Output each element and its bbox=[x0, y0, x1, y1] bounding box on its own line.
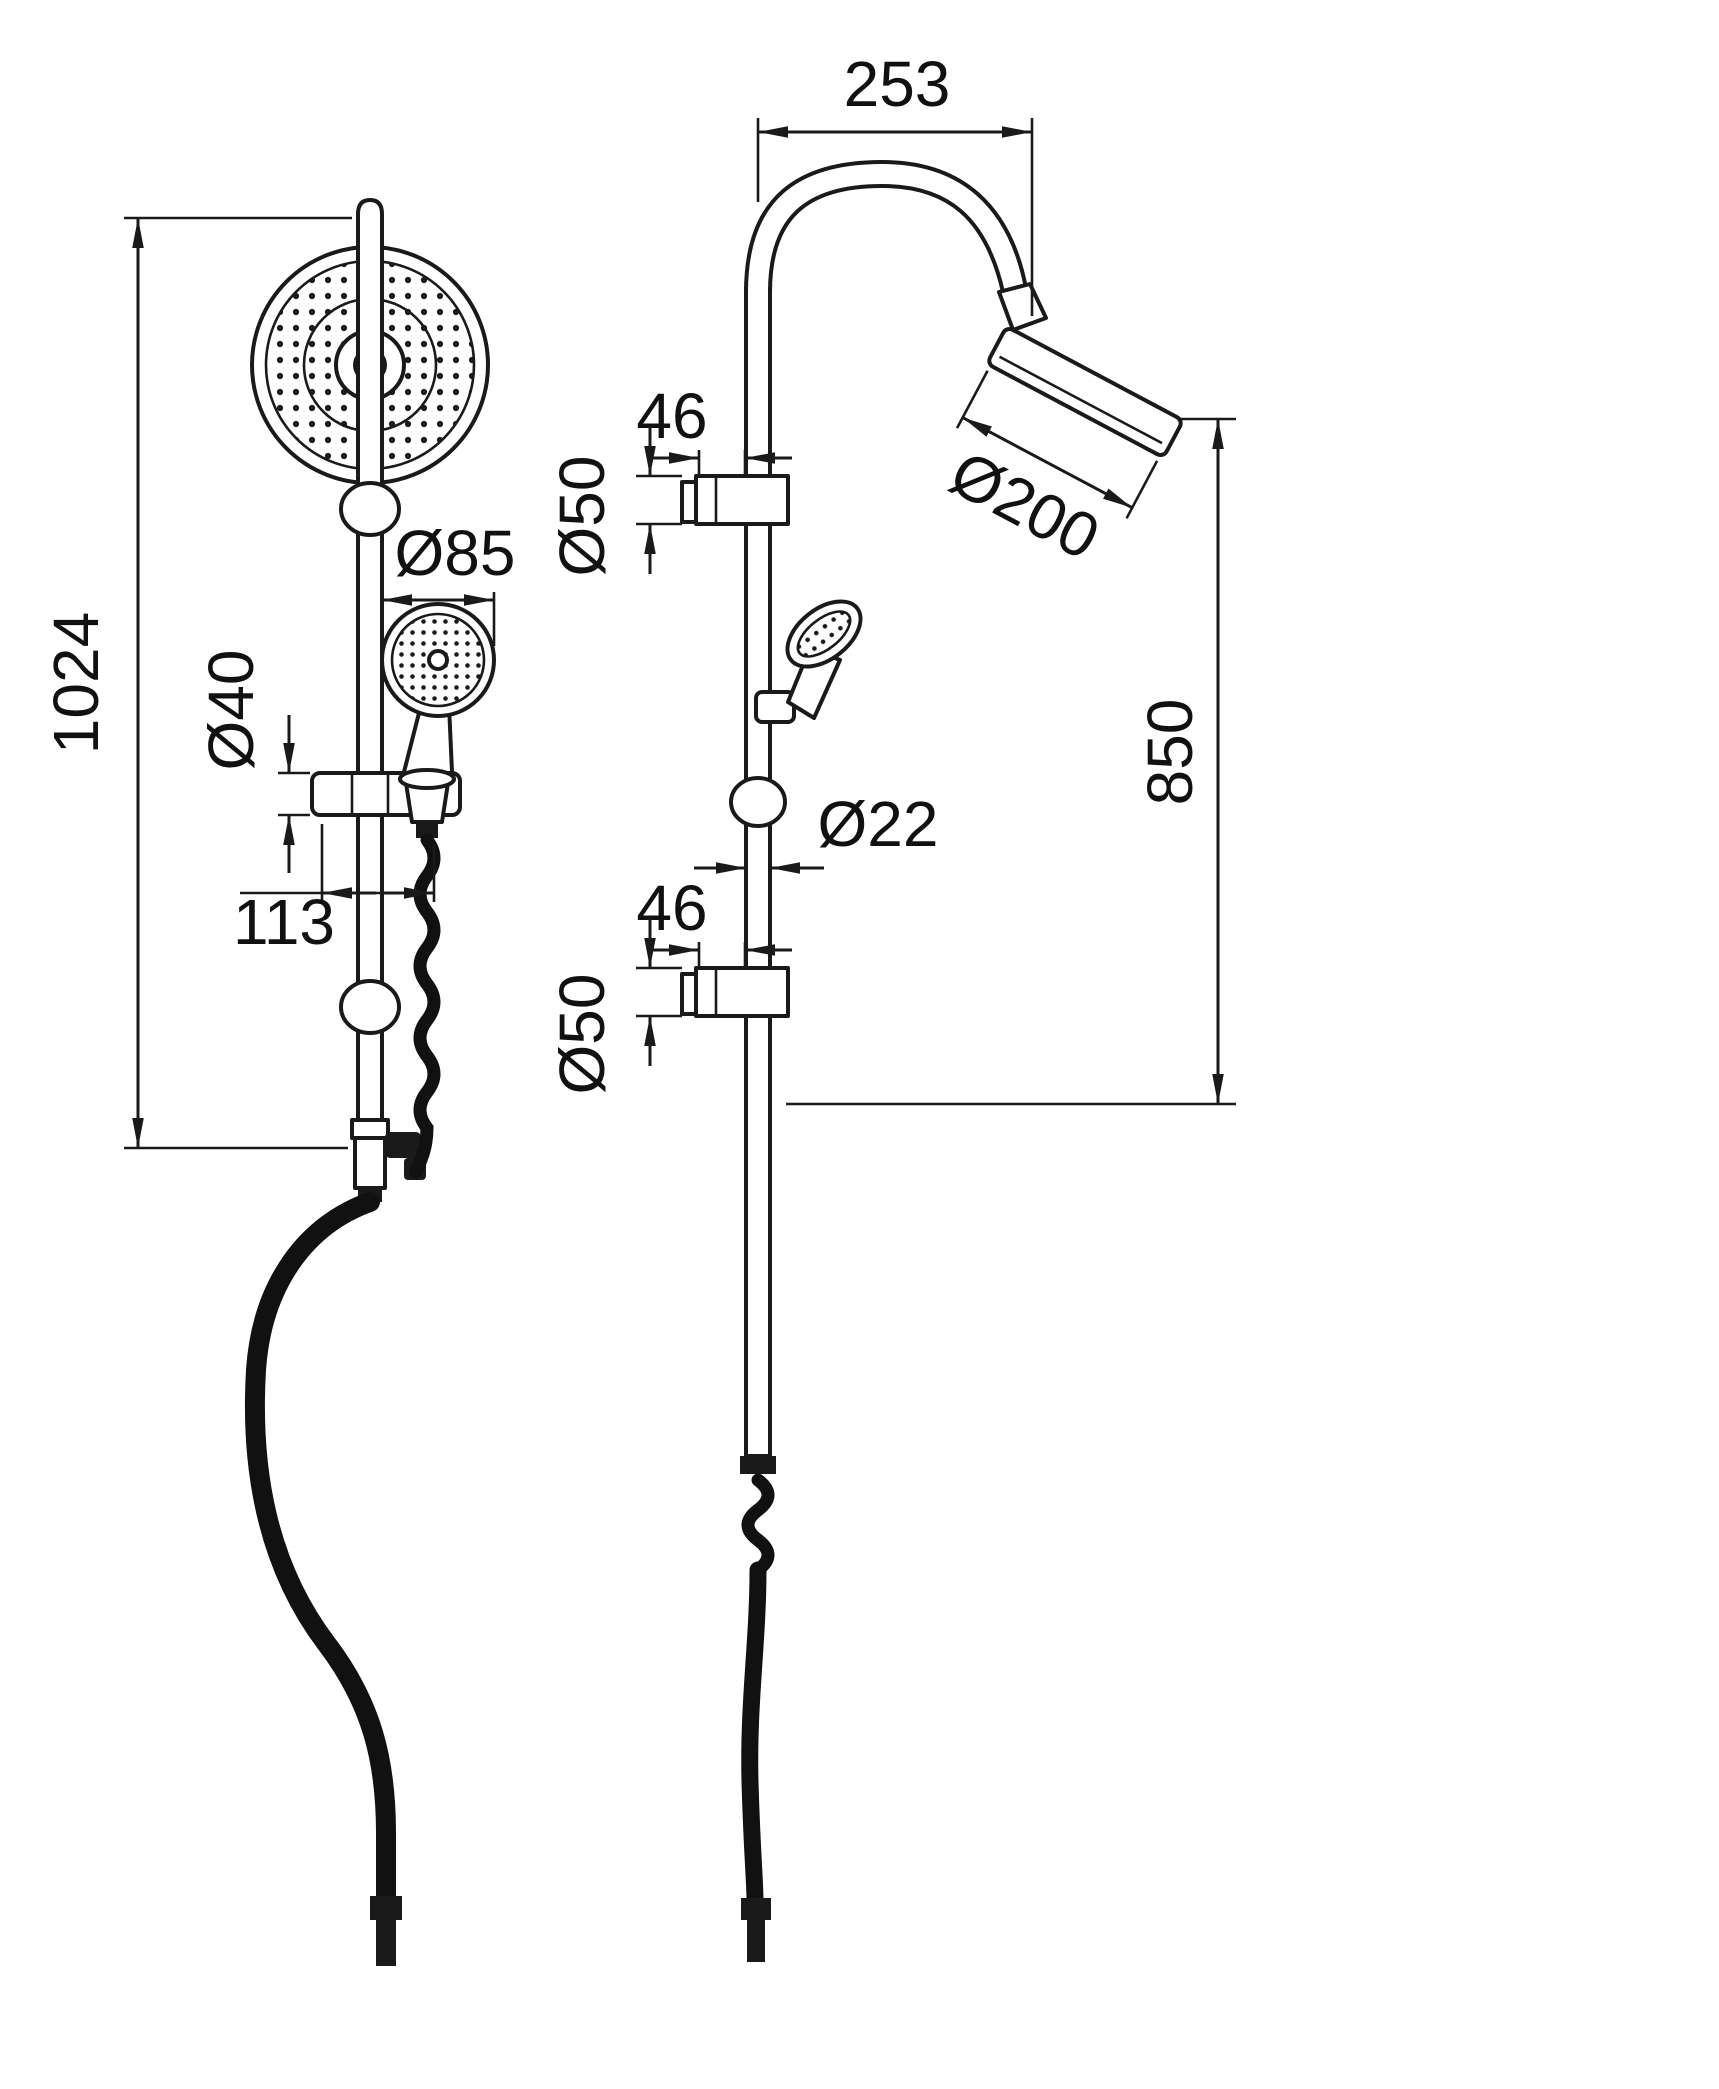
dim-upper-bracket-depth-label: 46 bbox=[636, 380, 707, 452]
dim-lower-bracket-diameter: Ø50 bbox=[546, 918, 682, 1094]
dim-overall-height-label: 1024 bbox=[40, 612, 112, 754]
dim-arm-projection-label: 253 bbox=[844, 48, 951, 120]
dim-hand-shower-diameter: Ø85 bbox=[380, 517, 516, 646]
dim-hand-shower-diameter-label: Ø85 bbox=[395, 517, 516, 589]
shower-arm-side bbox=[744, 159, 1048, 332]
dim-riser-height-label: 850 bbox=[1134, 699, 1206, 806]
dim-lower-bracket-depth: 46 bbox=[636, 872, 792, 966]
front-view: 1024 Ø85 Ø40 113 bbox=[40, 198, 516, 1966]
dim-head-diameter-label: Ø200 bbox=[939, 436, 1111, 573]
dim-overall-height: 1024 bbox=[40, 216, 352, 1150]
dim-holder-diameter-label: Ø40 bbox=[195, 650, 267, 771]
hand-shower-side-icon bbox=[754, 599, 863, 724]
hand-shower-hose-front bbox=[409, 833, 441, 1179]
pipe-knob-side bbox=[729, 776, 787, 828]
wall-bracket-top-side bbox=[680, 474, 790, 526]
dim-holder-offset: 113 bbox=[233, 824, 436, 958]
dim-pipe-diameter-label: Ø22 bbox=[818, 788, 939, 860]
dim-arm-projection: 253 bbox=[756, 48, 1034, 316]
rain-shower-head-side-icon: Ø200 bbox=[939, 326, 1183, 574]
dim-lower-bracket-depth-label: 46 bbox=[636, 872, 707, 944]
dim-pipe-diameter: Ø22 bbox=[694, 788, 939, 874]
dim-holder-offset-label: 113 bbox=[233, 886, 335, 958]
side-view: Ø200 bbox=[546, 48, 1236, 1962]
dim-upper-bracket-depth: 46 bbox=[636, 380, 792, 474]
dim-lower-bracket-diameter-label: Ø50 bbox=[546, 974, 618, 1095]
supply-hose-side bbox=[740, 1456, 776, 1962]
hand-shower-front-icon bbox=[380, 602, 496, 785]
riser-pipe-side bbox=[744, 286, 772, 1458]
riser-pipe-front bbox=[356, 198, 384, 1160]
pipe-knob-top-front bbox=[339, 481, 401, 537]
dim-upper-bracket-diameter-label: Ø50 bbox=[546, 456, 618, 577]
dim-upper-bracket-diameter: Ø50 bbox=[546, 426, 682, 576]
supply-hose-front bbox=[244, 1192, 402, 1966]
wall-bracket-bottom-side bbox=[680, 966, 790, 1018]
dim-holder-diameter: Ø40 bbox=[195, 650, 310, 873]
slider-bracket-front bbox=[310, 768, 462, 838]
pipe-knob-bottom-front bbox=[339, 979, 401, 1035]
dim-riser-height: 850 bbox=[786, 417, 1236, 1106]
